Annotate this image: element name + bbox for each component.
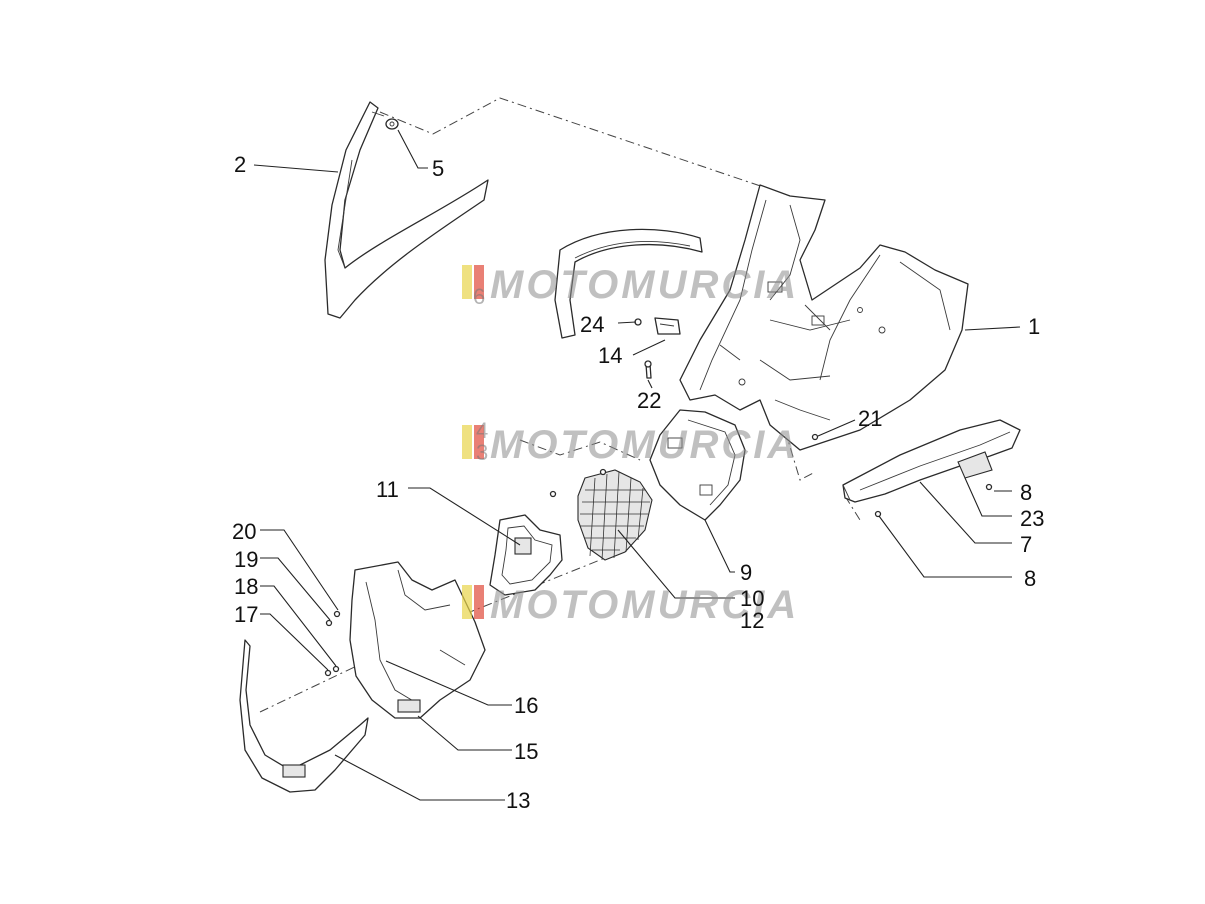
callout-19: 19: [234, 547, 258, 572]
part-8-screw-a: [985, 483, 993, 491]
callout-labels: 1 2 5 7 8 8 9 10 11 12 13 14 15 16 17 18…: [232, 152, 1044, 813]
part-7-side-trim: [842, 419, 1021, 503]
callout-23: 23: [1020, 506, 1044, 531]
callout-18: 18: [234, 574, 258, 599]
screw-a: [549, 490, 557, 498]
faint-label-6: 6: [473, 284, 485, 309]
part-17-screw: [324, 669, 332, 677]
leader-lines: [253, 129, 1021, 801]
part-18-screw: [332, 665, 340, 673]
callout-21: 21: [858, 406, 882, 431]
part-15-front-lower-panel: [349, 561, 486, 719]
callout-8-lower: 8: [1024, 566, 1036, 591]
watermark-flag-red: [474, 265, 484, 299]
callout-17: 17: [234, 602, 258, 627]
part-11-light-frame: [489, 514, 563, 596]
watermark-top: MOTOMURCIA: [462, 263, 799, 307]
part-21-screw: [811, 433, 819, 441]
screw-b: [599, 468, 607, 476]
callout-2: 2: [234, 152, 246, 177]
watermark-bottom: MOTOMURCIA: [462, 583, 799, 627]
callout-16: 16: [514, 693, 538, 718]
callout-15: 15: [514, 739, 538, 764]
watermark-text: MOTOMURCIA: [490, 423, 799, 467]
callout-10: 10: [740, 586, 764, 611]
faint-label-4: 4: [476, 418, 488, 443]
callout-14: 14: [598, 343, 622, 368]
callout-8-upper: 8: [1020, 480, 1032, 505]
callout-11: 11: [376, 477, 399, 502]
part-10-honeycomb-grille: [577, 469, 653, 561]
part-13-lower-trim: [239, 639, 369, 793]
callout-9: 9: [740, 560, 752, 585]
part-8-screw-b: [874, 510, 882, 518]
callout-24: 24: [580, 312, 604, 337]
watermark-text: MOTOMURCIA: [490, 263, 799, 307]
part-1-front-shield-frame: [679, 184, 969, 451]
faint-label-3: 3: [476, 440, 488, 465]
callout-1: 1: [1028, 314, 1040, 339]
part-19-screw: [325, 619, 333, 627]
small-fasteners: [324, 433, 993, 677]
watermark-text: MOTOMURCIA: [490, 583, 799, 627]
part-5-grommet: [385, 118, 399, 130]
callout-13: 13: [506, 788, 530, 813]
part-23-rubber: [957, 451, 993, 479]
callout-20: 20: [232, 519, 256, 544]
watermark-flag-yellow: [462, 265, 472, 299]
part-14-clip: [654, 317, 681, 335]
callout-22: 22: [637, 388, 661, 413]
part-9-headlight-housing: [649, 409, 746, 521]
callout-7: 7: [1020, 532, 1032, 557]
part-2-shield-upper-trim: [324, 101, 489, 319]
part-20-screw: [333, 610, 341, 618]
bracket-arc: [554, 228, 703, 339]
callout-5: 5: [432, 156, 444, 181]
watermark-middle: MOTOMURCIA: [462, 423, 799, 467]
part-22-screw: [644, 360, 652, 379]
callout-12: 12: [740, 608, 764, 633]
